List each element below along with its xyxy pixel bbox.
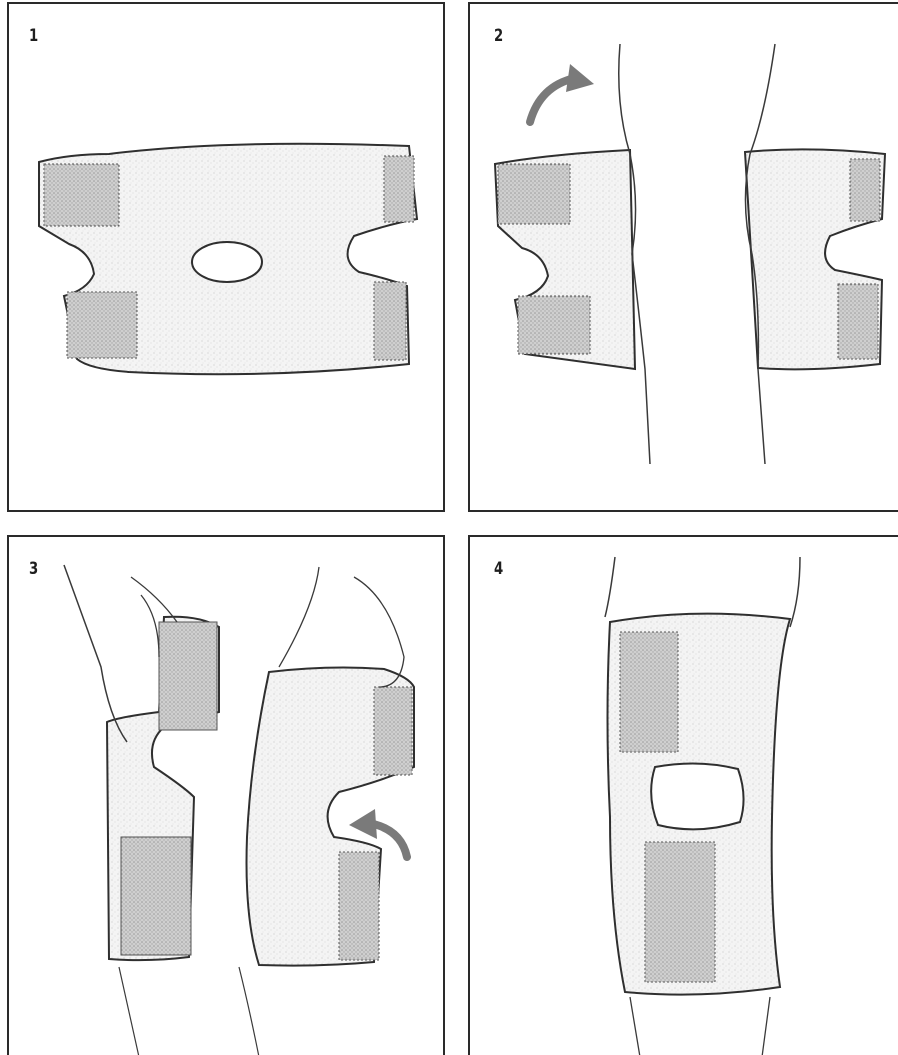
step-2-panel: 2 [468, 2, 898, 512]
step-4-panel: 4 [468, 535, 898, 1055]
arrow-icon [349, 809, 377, 839]
step-1-panel: 1 [7, 2, 445, 512]
fitted-brace-illustration [470, 537, 898, 1055]
step-3-panel: 3 [7, 535, 445, 1055]
arrow-icon [566, 64, 594, 92]
flat-brace-illustration [9, 4, 445, 512]
leg-insert-illustration [470, 4, 898, 512]
wrap-brace-illustration [9, 537, 445, 1055]
